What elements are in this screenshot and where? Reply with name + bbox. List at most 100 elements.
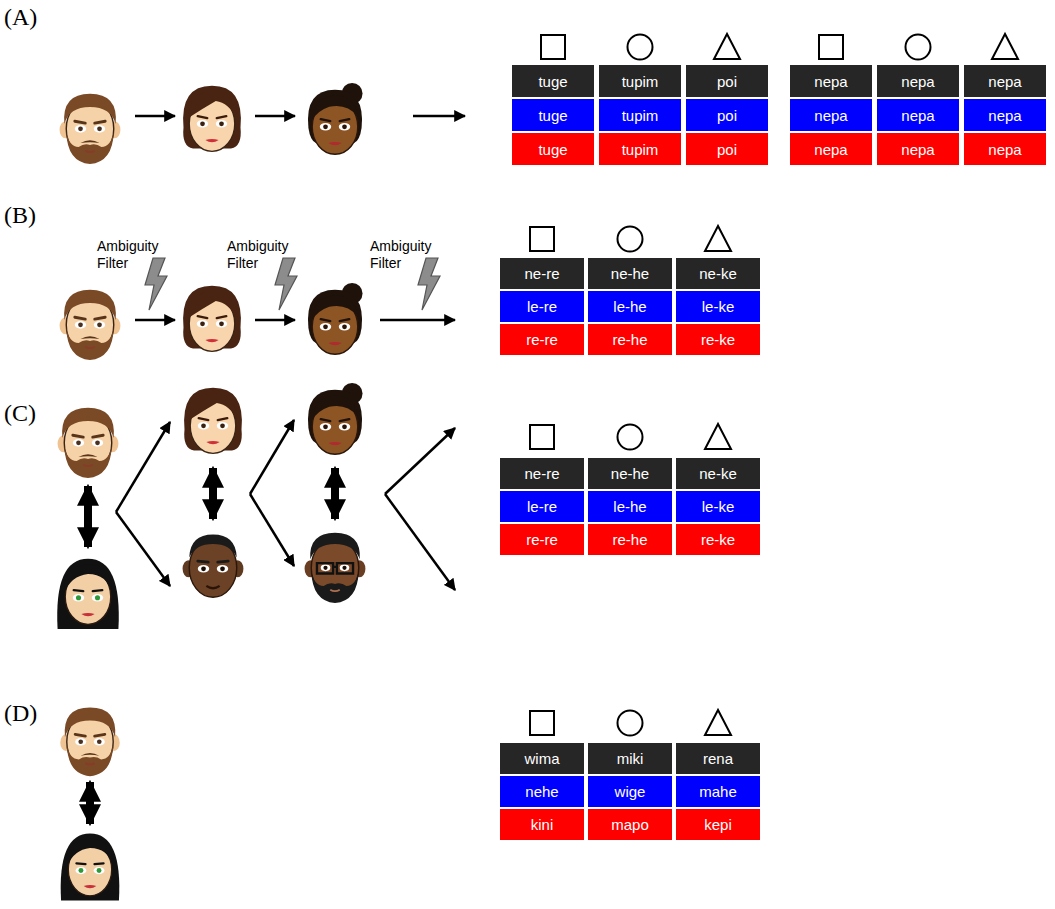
person-face — [183, 86, 241, 152]
word-cell: ne-re — [500, 458, 584, 489]
word-text: nehe — [525, 783, 558, 800]
word-text: le-he — [613, 498, 646, 515]
panel-label: (D) — [4, 700, 37, 727]
word-cell: tuge — [512, 133, 594, 165]
word-text: le-ke — [702, 298, 735, 315]
circle-symbol — [628, 35, 653, 60]
word-text: ne-he — [611, 465, 649, 482]
triangle-symbol — [705, 710, 731, 735]
word-text: ne-re — [524, 465, 559, 482]
word-cell: re-ke — [676, 324, 760, 355]
word-cell: tupim — [599, 99, 681, 131]
word-text: tupim — [622, 107, 659, 124]
word-cell: poi — [686, 99, 768, 131]
transmission-arrow — [116, 422, 170, 512]
person-face — [61, 833, 120, 900]
word-text: ne-he — [611, 265, 649, 282]
transmission-arrow — [385, 494, 455, 590]
word-cell: le-ke — [676, 491, 760, 522]
word-text: nepa — [988, 73, 1021, 90]
transmission-arrow — [116, 512, 170, 586]
word-text: kini — [531, 816, 554, 833]
transmission-arrow — [135, 319, 175, 322]
word-cell: le-re — [500, 491, 584, 522]
word-cell: le-ke — [676, 291, 760, 322]
person-face — [60, 707, 119, 776]
word-cell: re-he — [588, 324, 672, 355]
word-text: tupim — [622, 73, 659, 90]
square-symbol — [541, 35, 565, 59]
person-face — [58, 408, 119, 478]
lightning-bolt — [418, 258, 440, 310]
filter-note: Ambiguity Filter — [370, 238, 431, 272]
person-face — [183, 286, 241, 352]
word-cell: kepi — [676, 809, 760, 840]
word-text: ne-ke — [699, 265, 737, 282]
word-cell: re-ke — [676, 524, 760, 555]
filter-note: Ambiguity Filter — [227, 238, 288, 272]
person-face — [184, 388, 242, 454]
circle-symbol — [618, 425, 643, 450]
square-symbol — [530, 711, 554, 735]
word-cell: nepa — [877, 65, 959, 97]
word-text: re-ke — [701, 531, 735, 548]
word-text: nepa — [814, 141, 847, 158]
word-cell: nepa — [877, 99, 959, 131]
transmission-arrow — [385, 428, 455, 494]
word-cell: nepa — [790, 99, 872, 131]
word-cell: le-he — [588, 491, 672, 522]
word-cell: tupim — [599, 65, 681, 97]
interaction-arrow — [331, 468, 339, 519]
word-cell: rena — [676, 743, 760, 774]
word-text: ne-ke — [699, 465, 737, 482]
word-cell: poi — [686, 65, 768, 97]
word-text: re-he — [612, 531, 647, 548]
person-face — [308, 83, 363, 154]
transmission-arrow — [413, 115, 465, 118]
triangle-symbol — [992, 34, 1018, 59]
word-text: poi — [717, 141, 737, 158]
interaction-arrow — [84, 486, 92, 547]
panel-label: (A) — [4, 4, 37, 31]
word-text: wima — [524, 750, 559, 767]
word-cell: ne-he — [588, 458, 672, 489]
transmission-arrow — [250, 420, 294, 494]
word-text: poi — [717, 107, 737, 124]
triangle-symbol — [714, 34, 740, 59]
word-text: le-re — [527, 498, 557, 515]
word-cell: le-re — [500, 291, 584, 322]
word-text: re-ke — [701, 331, 735, 348]
word-text: re-he — [612, 331, 647, 348]
square-symbol — [530, 227, 554, 251]
person-face — [183, 535, 244, 598]
word-cell: nepa — [790, 133, 872, 165]
word-cell: nepa — [877, 133, 959, 165]
word-text: nepa — [988, 141, 1021, 158]
word-text: re-re — [526, 531, 558, 548]
word-text: mapo — [611, 816, 649, 833]
word-text: le-ke — [702, 498, 735, 515]
word-text: tuge — [538, 107, 567, 124]
word-cell: poi — [686, 133, 768, 165]
word-cell: ne-he — [588, 258, 672, 289]
word-cell: miki — [588, 743, 672, 774]
circle-symbol — [906, 35, 931, 60]
word-text: kepi — [704, 816, 732, 833]
word-cell: ne-re — [500, 258, 584, 289]
lightning-bolt — [145, 258, 167, 310]
interaction-arrow — [86, 782, 94, 824]
person-face — [308, 383, 363, 454]
word-text: poi — [717, 73, 737, 90]
word-cell: le-he — [588, 291, 672, 322]
word-text: re-re — [526, 331, 558, 348]
word-cell: kini — [500, 809, 584, 840]
word-cell: tupim — [599, 133, 681, 165]
filter-note: Ambiguity Filter — [97, 238, 158, 272]
word-text: le-he — [613, 298, 646, 315]
square-symbol — [819, 35, 843, 59]
transmission-arrow — [255, 319, 295, 322]
panel-label: (B) — [4, 202, 36, 229]
word-cell: wima — [500, 743, 584, 774]
word-text: tuge — [538, 73, 567, 90]
